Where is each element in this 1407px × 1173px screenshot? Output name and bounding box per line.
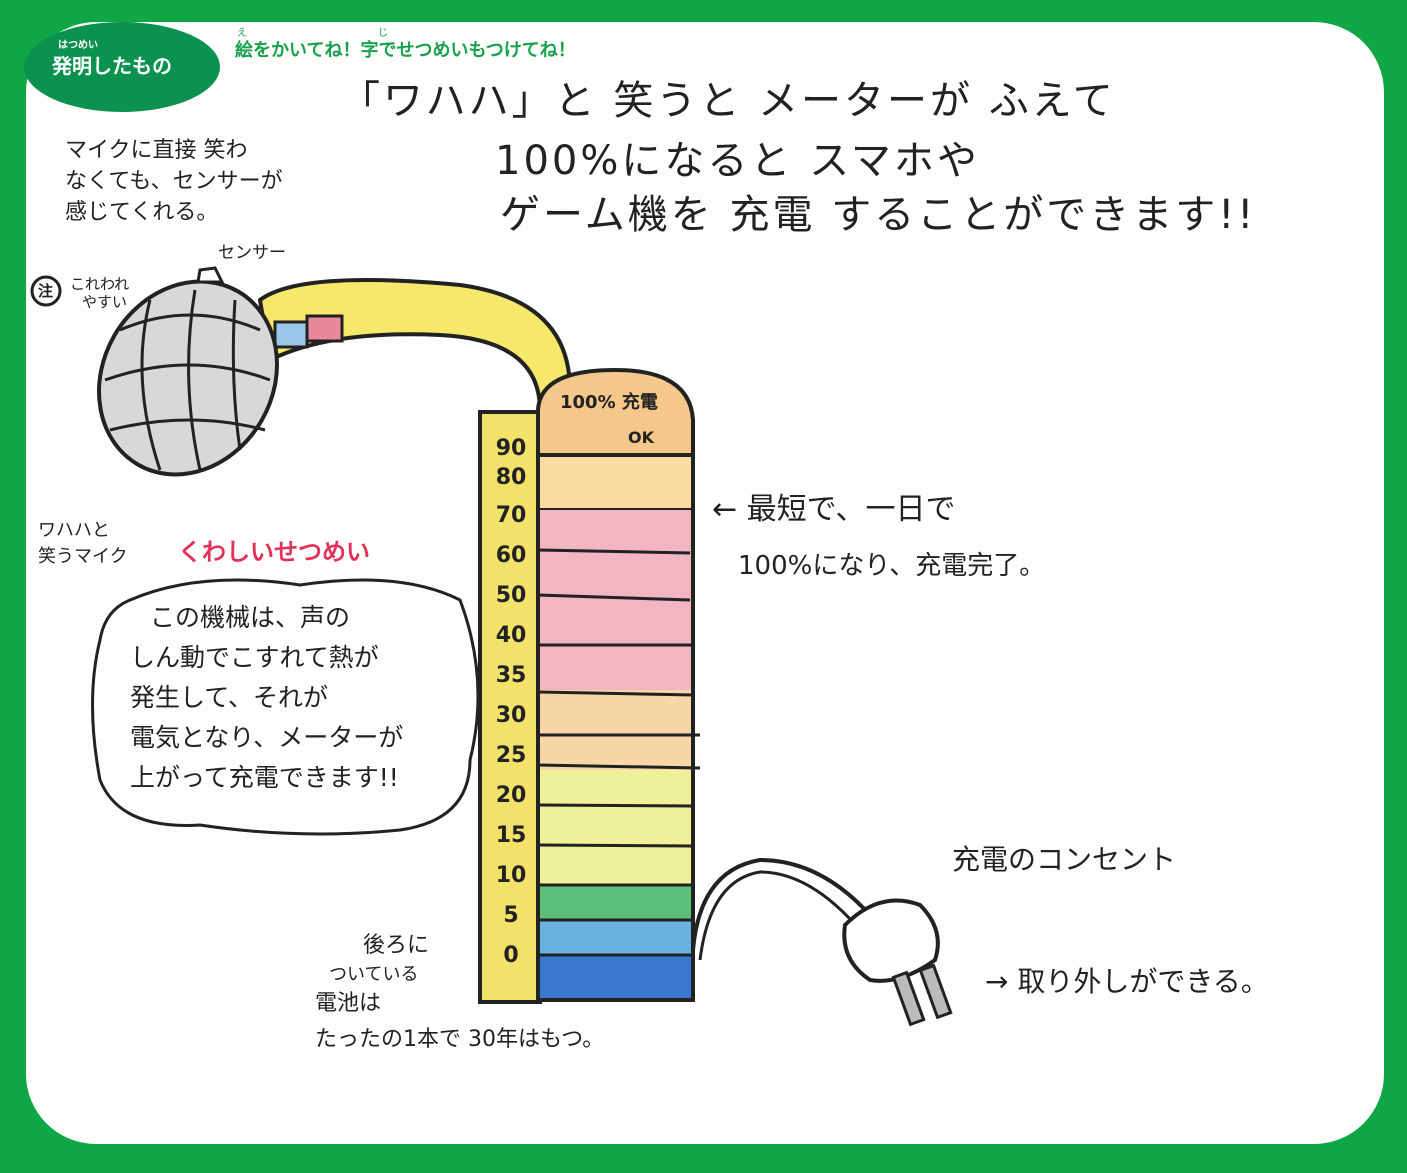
- detail-line: 発生して、それが: [130, 683, 329, 712]
- battery-note: 後ろに ついている 電池は たったの1本で 30年はもつ。: [315, 928, 604, 1058]
- scale-tick: 5: [503, 903, 519, 928]
- charge-time-note: ← 最短で、一日で 100%になり、充電完了。: [712, 482, 1045, 594]
- plug-cord: [691, 857, 872, 951]
- scale-tick: 70: [495, 503, 527, 528]
- meter-dividers: [537, 548, 701, 957]
- invention-badge: はつめい 発明したもの: [24, 22, 220, 112]
- scale-tick: 80: [495, 465, 527, 490]
- battery-line: 後ろに: [363, 933, 430, 958]
- caution-circle: [30, 275, 62, 307]
- meter-face-band: [536, 453, 695, 512]
- plug-cord-2: [698, 870, 862, 961]
- meter-lightblue: [538, 920, 693, 955]
- scale-tick: 30: [495, 703, 527, 728]
- plug-prong-1: [891, 970, 926, 1027]
- battery-line: ついている: [329, 964, 419, 985]
- plug-label: 充電のコンセント: [952, 843, 1177, 876]
- sensor-note-line: マイクに直接 笑わ: [65, 138, 248, 163]
- detail-line: この機械は、声の: [150, 603, 351, 632]
- detail-line: 電気となり、メーターが: [130, 723, 404, 752]
- meter-orange: [538, 690, 693, 770]
- scale-tick: 60: [495, 543, 527, 568]
- caution-line: これわれ: [70, 275, 130, 293]
- meter-green: [538, 885, 693, 920]
- mic-grid: [104, 289, 271, 471]
- plug-head: [842, 898, 940, 983]
- caution-note: これわれ やすい: [70, 275, 129, 311]
- explanation-cloud: [91, 578, 480, 836]
- scale-tick: 20: [495, 783, 527, 808]
- badge-ruby: はつめい: [58, 40, 98, 51]
- sensor-note-line: なくても、センサーが: [65, 169, 283, 194]
- instruction-text: 絵をかいてね！字でせつめいもつけてね！: [235, 40, 576, 61]
- plug-prong-2: [918, 963, 953, 1020]
- meter-blue: [538, 955, 693, 1000]
- mic-blue-block: [273, 320, 309, 349]
- detail-line: 上がって充電できます!!: [130, 763, 399, 792]
- scale-tick: 15: [495, 823, 527, 848]
- battery-line: 電池は: [315, 991, 382, 1016]
- caution-mark: 注: [38, 282, 54, 300]
- detail-heading: くわしいせつめい: [178, 538, 370, 566]
- scale-tick: 25: [495, 743, 527, 768]
- meter-back-tube: [478, 410, 542, 1004]
- title-line-1: 「ワハハ」と 笑うと メーターが ふえて: [340, 78, 1116, 124]
- charge-time-line: 100%になり、充電完了。: [738, 551, 1046, 581]
- meter-body: [536, 453, 695, 1002]
- scale-tick: 0: [503, 943, 519, 968]
- sensor-note: マイクに直接 笑わ なくても、センサーが 感じてくれる。: [65, 135, 283, 228]
- scale-tick: 40: [495, 623, 527, 648]
- title-line-2: 100%になると スマホや: [495, 138, 980, 184]
- sensor: [196, 266, 225, 284]
- ruby-ji: じ: [378, 28, 388, 39]
- ruby-e: え: [237, 28, 247, 39]
- mic-label-line: ワハハと: [38, 520, 110, 541]
- meter-top-dome: [536, 367, 695, 457]
- sensor-note-line: 感じてくれる。: [65, 200, 219, 225]
- meter-top-label: 100% 充電: [560, 392, 658, 413]
- title-line-3: ゲーム機を 充電 することができます!!: [500, 192, 1257, 238]
- scale-tick: 90: [495, 436, 527, 461]
- meter-ok-label: OK: [628, 428, 654, 447]
- mic-red-block: [305, 314, 344, 343]
- meter-yellow: [538, 770, 693, 885]
- scale-tick: 10: [495, 863, 527, 888]
- caution-line: やすい: [82, 293, 128, 311]
- drawing-paper: [26, 22, 1384, 1144]
- plug-note: → 取り外しができる。: [985, 965, 1269, 998]
- meter-scale: 90 80 70 60 50 40 35 30 25 20 15 10 5 0: [484, 438, 538, 976]
- detail-line: しん動でこすれて熱が: [130, 643, 379, 672]
- sensor-label: センサー: [218, 243, 286, 263]
- scale-tick: 35: [495, 663, 527, 688]
- charge-time-line: ← 最短で、一日で: [712, 492, 956, 527]
- scale-tick: 50: [495, 583, 527, 608]
- mic-label-line: 笑うマイク: [38, 546, 128, 567]
- badge-label: 発明したもの: [52, 54, 172, 78]
- mic-label: ワハハと 笑うマイク: [38, 518, 128, 570]
- detail-text: この機械は、声の しん動でこすれて熱が 発生して、それが 電気となり、メーターが…: [130, 598, 403, 798]
- battery-line: たったの1本で 30年はもつ。: [315, 1027, 605, 1052]
